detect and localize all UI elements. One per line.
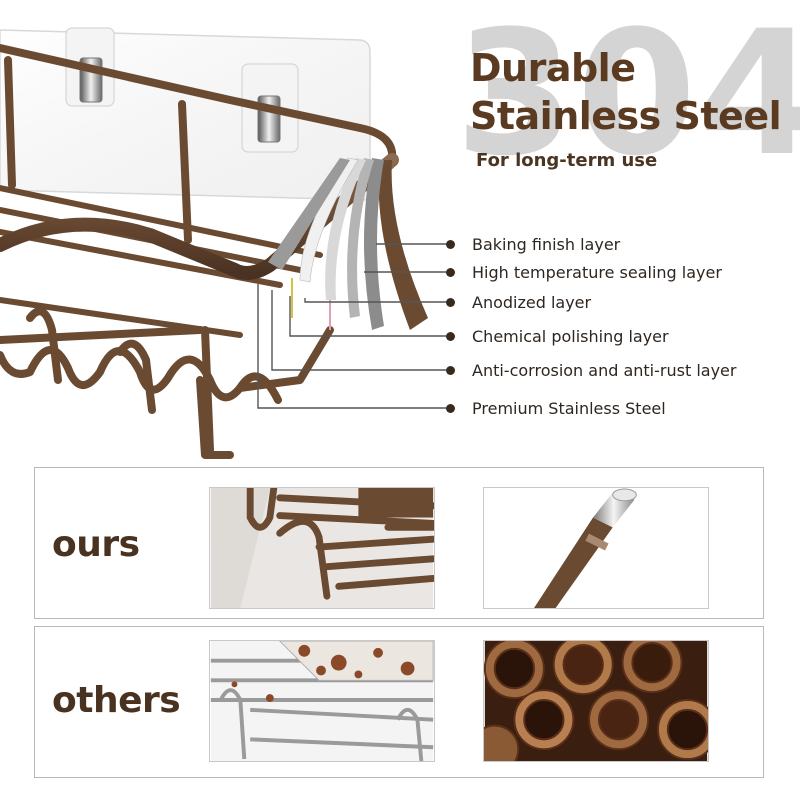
subline: For long-term use bbox=[476, 150, 658, 171]
ours-basket-detail-photo bbox=[209, 487, 435, 609]
headline-line-2: Stainless Steel bbox=[470, 94, 782, 138]
bullet-dot-icon bbox=[446, 331, 455, 341]
layer-label: Premium Stainless Steel bbox=[472, 398, 666, 418]
layer-item: Anti-corrosion and anti-rust layer bbox=[446, 360, 736, 380]
others-rusty-pipes-photo bbox=[483, 640, 709, 762]
layer-item: High temperature sealing layer bbox=[446, 262, 722, 282]
layer-leader-lines bbox=[257, 243, 446, 409]
bullet-dot-icon bbox=[446, 267, 455, 277]
layer-label: Baking finish layer bbox=[472, 234, 621, 254]
bullet-dot-icon bbox=[446, 239, 455, 249]
layer-label: Chemical polishing layer bbox=[472, 326, 669, 346]
layer-item: Anodized layer bbox=[446, 292, 591, 312]
bullet-dot-icon bbox=[446, 403, 455, 413]
peeled-coating-layers bbox=[268, 157, 428, 330]
others-rusty-basket-photo bbox=[209, 640, 435, 762]
shower-caddy-illustration bbox=[0, 27, 446, 459]
layer-label: Anodized layer bbox=[472, 292, 592, 312]
ours-label: ours bbox=[52, 524, 140, 565]
others-label: others bbox=[52, 680, 181, 721]
headline: Durable Stainless Steel bbox=[470, 44, 782, 140]
background-number-304: 304 bbox=[455, 0, 800, 194]
layer-label: High temperature sealing layer bbox=[472, 262, 722, 282]
layer-label: Anti-corrosion and anti-rust layer bbox=[472, 360, 737, 380]
layer-item: Premium Stainless Steel bbox=[446, 398, 666, 418]
layer-item: Baking finish layer bbox=[446, 234, 620, 254]
basket-frame bbox=[0, 44, 399, 459]
headline-line-1: Durable bbox=[470, 46, 636, 90]
bullet-dot-icon bbox=[446, 365, 455, 375]
layer-item: Chemical polishing layer bbox=[446, 326, 669, 346]
ours-tube-crosssection-photo bbox=[483, 487, 709, 609]
bullet-dot-icon bbox=[446, 297, 455, 307]
